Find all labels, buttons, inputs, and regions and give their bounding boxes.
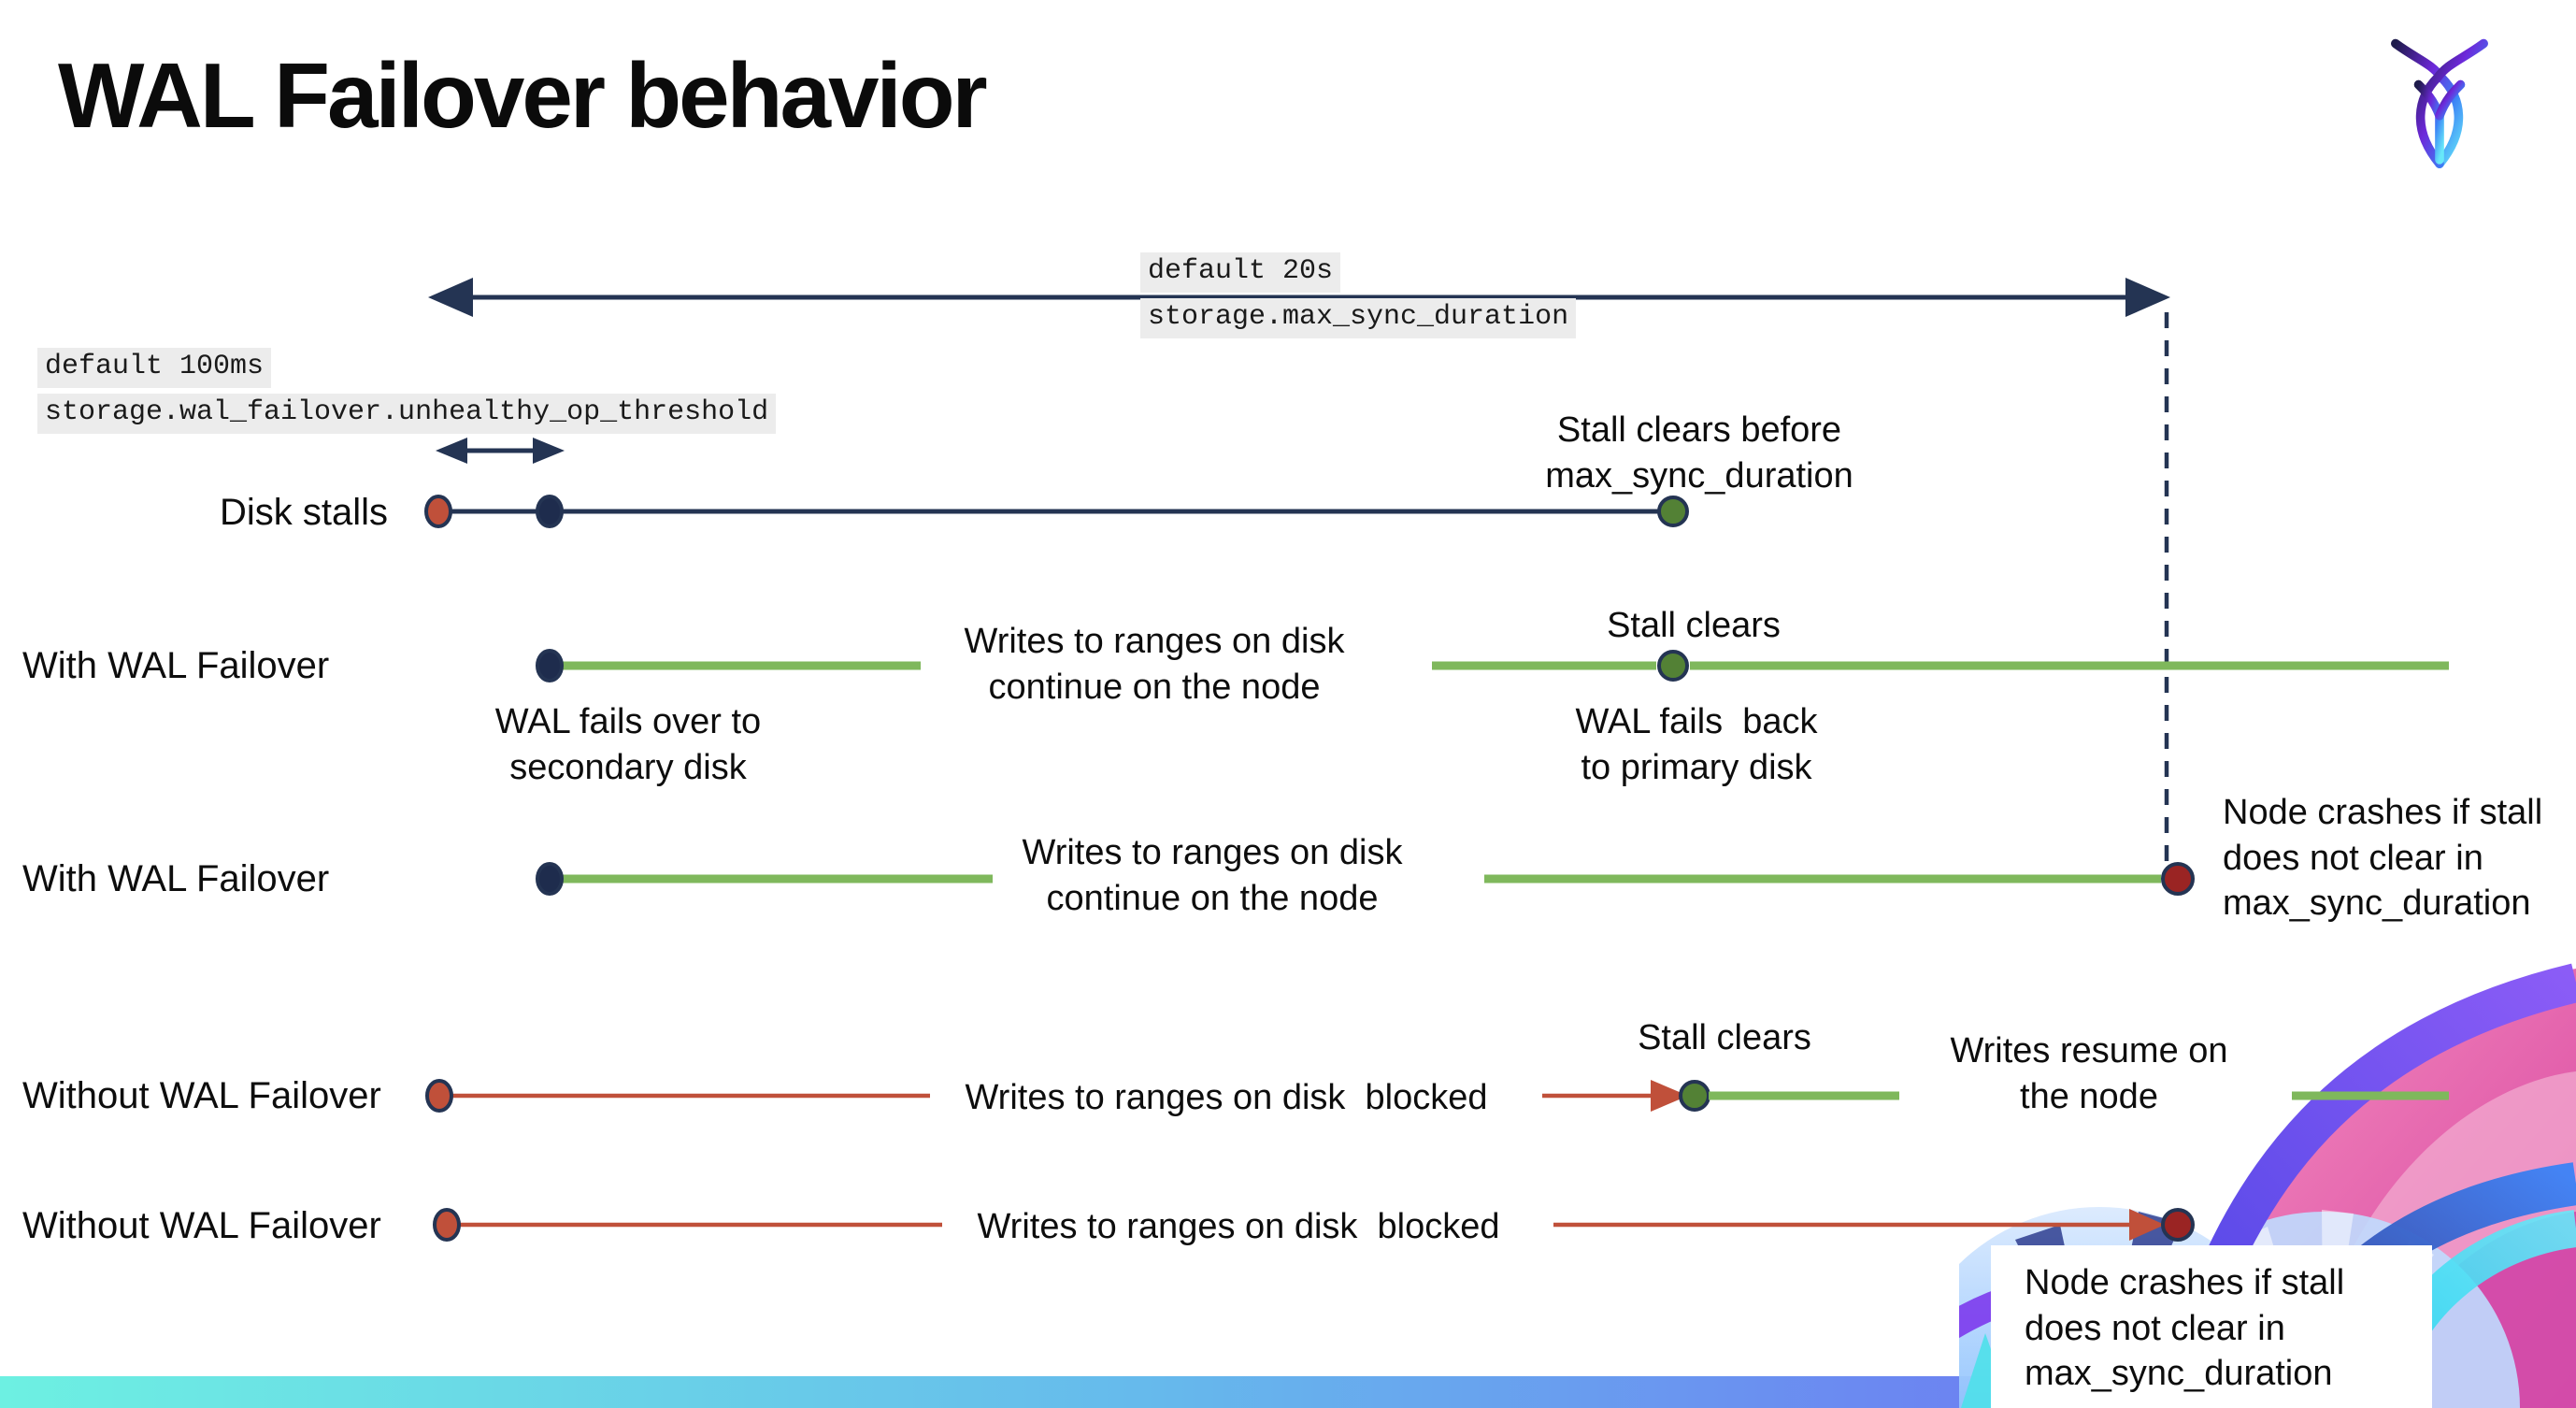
row-label-with-wal-failover-2: With WAL Failover xyxy=(22,858,330,899)
stall-clears-dot xyxy=(1657,650,1689,682)
stall-start-dot xyxy=(425,1079,453,1113)
annotation-wal-fails-back: WAL fails back to primary disk xyxy=(1575,702,1818,787)
max-sync-duration-config: default 20s storage.max_sync_duration xyxy=(1140,252,1577,338)
stall-clears-dot xyxy=(1679,1080,1710,1112)
row-label-disk-stalls: Disk stalls xyxy=(219,492,388,533)
annotation-node-crashes-2: Node crashes if stall does not clear in … xyxy=(2025,1263,2345,1394)
annotation-writes-resume: Writes resume on the node xyxy=(1950,1031,2228,1116)
row-label-without-wal-failover-2: Without WAL Failover xyxy=(22,1205,381,1246)
row-with-wal-failover-2 xyxy=(536,862,2195,896)
blocked-arrowhead xyxy=(2129,1209,2165,1241)
row-with-wal-failover-1 xyxy=(536,649,2449,682)
unhealthy-op-threshold-config: default 100ms storage.wal_failover.unhea… xyxy=(37,348,777,434)
annotation-writes-continue-2: Writes to ranges on disk continue on the… xyxy=(1022,833,1403,918)
annotation-writes-blocked-1: Writes to ranges on disk blocked xyxy=(965,1078,1488,1117)
row-label-without-wal-failover-1: Without WAL Failover xyxy=(22,1075,381,1116)
threshold-default-label: default 100ms xyxy=(37,348,272,388)
max-sync-setting-label: storage.max_sync_duration xyxy=(1140,298,1577,338)
annotation-stall-clears-1: Stall clears xyxy=(1607,606,1781,645)
unhealthy-op-threshold-arrow xyxy=(436,438,565,464)
annotation-stall-clears-before: Stall clears before max_sync_duration xyxy=(1545,410,1853,496)
threshold-setting-label: storage.wal_failover.unhealthy_op_thresh… xyxy=(37,394,777,434)
annotation-wal-fails-over: WAL fails over to secondary disk xyxy=(494,702,762,787)
annotation-writes-blocked-2: Writes to ranges on disk blocked xyxy=(977,1207,1500,1246)
stall-start-dot xyxy=(424,495,452,528)
stall-clears-dot xyxy=(1657,496,1689,527)
annotation-writes-continue-1: Writes to ranges on disk continue on the… xyxy=(964,622,1345,707)
row-disk-stalls xyxy=(424,495,1689,528)
row-without-wal-failover-1 xyxy=(425,1079,2449,1113)
node-crash-callout-box: Node crashes if stall does not clear in … xyxy=(1991,1245,2432,1408)
max-sync-default-label: default 20s xyxy=(1140,252,1341,293)
annotation-stall-clears-2: Stall clears xyxy=(1638,1018,1811,1057)
logo-strokes xyxy=(2391,38,2488,168)
node-crash-dot xyxy=(2161,862,2195,896)
row-without-wal-failover-2 xyxy=(433,1208,2195,1242)
blocked-arrowhead xyxy=(1651,1080,1688,1112)
node-crash-dot xyxy=(2161,1208,2195,1242)
page-title: WAL Failover behavior xyxy=(58,44,988,147)
failover-threshold-dot xyxy=(536,495,564,528)
stall-start-dot xyxy=(433,1208,461,1242)
annotation-node-crashes-1: Node crashes if stall does not clear in … xyxy=(2223,793,2543,924)
row-label-with-wal-failover-1: With WAL Failover xyxy=(22,645,330,686)
failover-dot xyxy=(536,649,564,682)
failover-dot xyxy=(536,862,564,896)
max-sync-duration-arrow xyxy=(428,278,2170,317)
cockroachdb-logo-icon xyxy=(2391,38,2488,168)
